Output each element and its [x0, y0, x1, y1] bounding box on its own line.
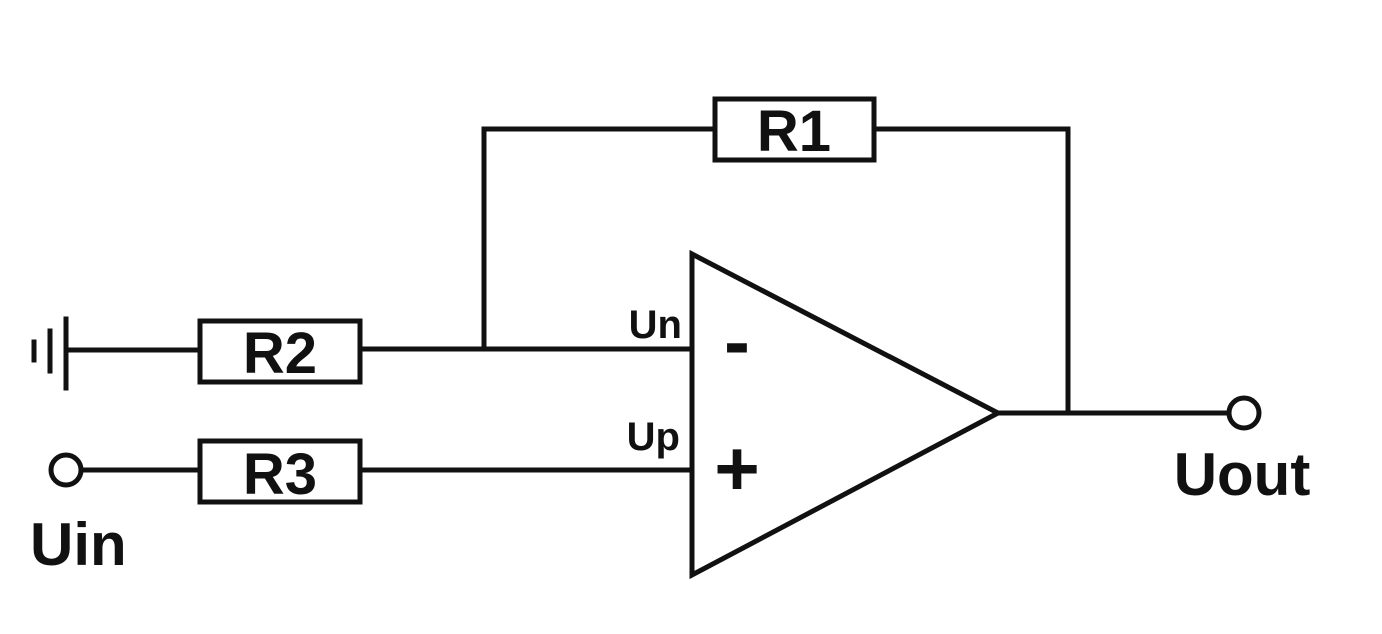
input-terminal-icon: [48, 452, 84, 488]
feedback-wire-left: [481, 126, 718, 352]
resistor-r3: R3: [197, 438, 363, 507]
inverting-branch: [63, 346, 695, 353]
noninverting-sign: +: [714, 424, 760, 512]
input-terminal-label: Uin: [30, 511, 127, 578]
resistor-r1-label: R1: [757, 99, 831, 164]
inverting-pin-label: Un: [629, 303, 682, 347]
ground-icon: [31, 316, 69, 391]
input-terminal: Uin: [30, 452, 127, 578]
op-amp: - +: [689, 249, 1004, 580]
inverting-sign: -: [724, 297, 750, 385]
resistor-r1: R1: [712, 96, 877, 164]
output-terminal-icon: [1226, 395, 1262, 431]
resistor-r2: R2: [197, 318, 363, 386]
output-terminal-label: Uout: [1174, 441, 1311, 508]
resistor-r3-label: R3: [243, 442, 317, 507]
resistor-r2-label: R2: [243, 321, 317, 386]
feedback-wire-right: [871, 126, 1071, 416]
noninverting-pin-label: Up: [627, 415, 680, 459]
output-terminal: Uout: [1174, 395, 1311, 508]
feedback-wires: [481, 126, 1071, 416]
